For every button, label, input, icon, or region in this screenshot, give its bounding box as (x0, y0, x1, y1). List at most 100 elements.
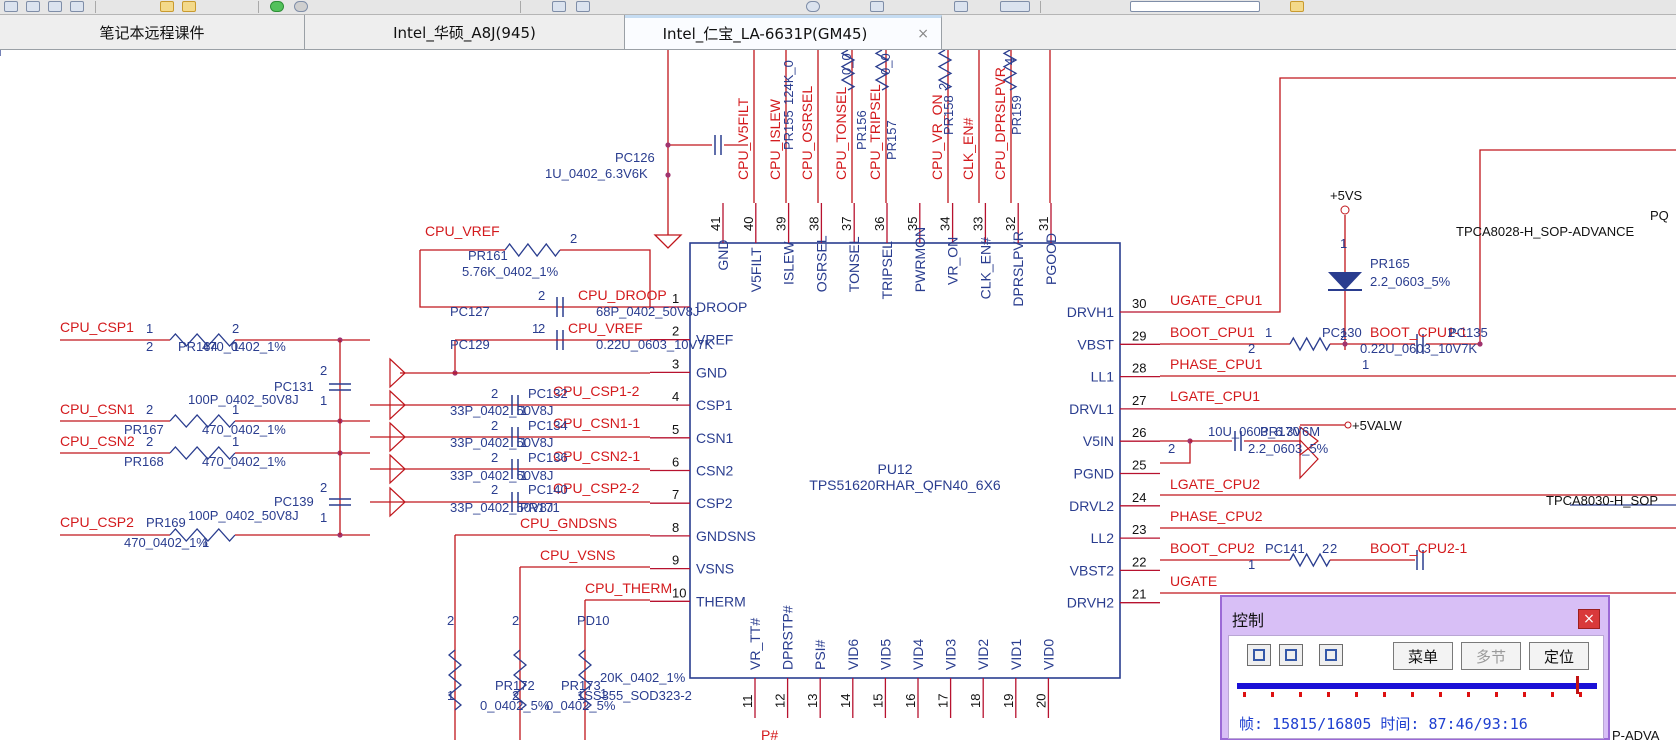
toolbar-layout-icon[interactable] (576, 1, 590, 12)
ic-pin-name: CSN2 (696, 463, 734, 479)
net-label-top: CPU_V5FILT (735, 97, 751, 180)
component-label-top: PR156 (854, 110, 869, 150)
ic-pin-name: LL1 (1091, 369, 1115, 385)
wire (419, 250, 650, 308)
ic-pin-name: PWRMON (912, 227, 928, 292)
ic-pin-name: DRVL2 (1069, 498, 1114, 514)
net-label: UGATE (1170, 573, 1217, 589)
component-label: PC140 (528, 482, 568, 497)
component-label-top: 124K_0 (781, 60, 796, 105)
ic-pin-number: 29 (1132, 328, 1146, 343)
ic-pin-name: GNDSNS (696, 528, 756, 544)
ic-pin-number: 11 (740, 695, 755, 709)
component-label: PC141 (1265, 541, 1305, 556)
net-label-top: CPU_TONSEL (833, 87, 849, 180)
component-label: 33P_0402_50V8J (450, 500, 553, 515)
net-arrow (389, 421, 406, 453)
toolbar-copy-icon[interactable] (70, 1, 84, 12)
toolbar-stop-icon[interactable] (294, 1, 308, 12)
component-label-top: 2 (936, 83, 951, 90)
ic-pin-name: PGOOD (1043, 233, 1059, 285)
locate-button[interactable]: 定位 (1529, 642, 1589, 670)
toolbar-combo-box[interactable] (1130, 1, 1260, 12)
power-label: TPCA8028-H_SOP-ADVANCE (1456, 224, 1635, 239)
progress-track[interactable] (1237, 683, 1597, 689)
net-arrow (1299, 438, 1319, 480)
toolbar-save-icon[interactable] (26, 1, 40, 12)
ic-pin-name: THERM (696, 593, 746, 609)
toolbar-separator (520, 1, 521, 13)
ic-pin-name: VID1 (1008, 639, 1024, 670)
component-label: PC130 (1322, 325, 1362, 340)
net-label: LGATE_CPU2 (1170, 476, 1260, 492)
toolbar-zoom-icon[interactable] (806, 1, 820, 12)
net-label: CPU_CSP1-2 (553, 383, 640, 399)
tab-compal-la6631p[interactable]: Intel_仁宝_LA-6631P(GM45) × (625, 15, 942, 49)
progress-tick (1467, 692, 1470, 697)
ic-pin-name: VID4 (910, 639, 926, 670)
ic-pin-name: V5FILT (748, 247, 764, 292)
tab-label: Intel_华硕_A8J(945) (393, 23, 536, 42)
progress-tick (1383, 692, 1386, 697)
component-label: 1 (146, 321, 153, 336)
component-label: 2 (232, 321, 239, 336)
component-label: 1 (202, 535, 209, 550)
resistor (169, 528, 236, 542)
component-label: 2 (570, 231, 577, 246)
component-label: 470_0402_1% (202, 454, 286, 469)
wire (1426, 149, 1676, 345)
pause-icon (1253, 649, 1265, 661)
component-label-top: PR157 (884, 120, 899, 160)
ic-pin-number: 33 (970, 217, 985, 231)
ic-pin-name: VR_ON (945, 237, 961, 285)
ic-pin-name: VID6 (845, 639, 861, 670)
toolbar-go-icon[interactable] (270, 1, 284, 12)
net-label: BOOT_CPU1-1 (1370, 324, 1467, 340)
ic-pin-number: 19 (1001, 694, 1016, 708)
component-label: 2 (512, 613, 519, 628)
toolbar-print-icon[interactable] (48, 1, 62, 12)
toolbar-tool2-icon[interactable] (1000, 1, 1030, 12)
toolbar-window-icon[interactable] (552, 1, 566, 12)
ic-pin-name: DPRSLPVR (1010, 231, 1026, 306)
control-close-icon[interactable]: × (1578, 609, 1600, 629)
ic-pin-name: DRVH2 (1067, 595, 1114, 611)
net-label-top: CPU_DPRSLPVR (992, 67, 1008, 180)
toolbar-undo-icon[interactable] (160, 1, 174, 12)
ic-pin-name: DPRSTP# (780, 605, 796, 670)
progress-tick (1243, 692, 1246, 697)
power-terminal (1340, 205, 1350, 215)
component-label: 470_0402_1% (202, 422, 286, 437)
toolbar-tool-icon[interactable] (954, 1, 968, 12)
ic-pin-number: 25 (1132, 458, 1146, 473)
toolbar-arrow-icon[interactable] (1290, 1, 1304, 12)
component-label-top: PR155 (781, 110, 796, 150)
control-panel-title: 控制 (1232, 611, 1265, 630)
component-label-top: PR158 (941, 95, 956, 135)
component-label: 2 (491, 482, 498, 497)
component-label: 470_0402_1% (124, 535, 208, 550)
stop-button[interactable] (1279, 644, 1303, 666)
toolbar-redo-icon[interactable] (182, 1, 196, 12)
component-label: 2 (320, 480, 327, 495)
toolbar-open-icon[interactable] (4, 1, 18, 12)
resistor (169, 333, 236, 347)
ic-pin-number: 38 (806, 217, 821, 231)
pause-button[interactable] (1247, 644, 1271, 666)
component-label: PR164 (178, 339, 218, 354)
power-label: TPCA8030-H_SOP (1546, 493, 1658, 508)
menu-button[interactable]: 菜单 (1393, 642, 1453, 670)
tab-close-icon[interactable]: × (917, 26, 929, 42)
step-button[interactable] (1319, 644, 1343, 666)
component-label: 2 (491, 418, 498, 433)
component-label: PR165 (1370, 256, 1410, 271)
tab-remote-course[interactable]: 笔记本远程课件 (0, 15, 305, 49)
component-label: 2 (447, 613, 454, 628)
ic-body (689, 242, 1121, 679)
progress-thumb[interactable] (1575, 676, 1579, 694)
component-label: 0_0402_5% (480, 698, 550, 713)
toolbar-find-icon[interactable] (870, 1, 884, 12)
tab-asus-a8j[interactable]: Intel_华硕_A8J(945) (305, 15, 625, 49)
component-label: 2 (1168, 441, 1175, 456)
